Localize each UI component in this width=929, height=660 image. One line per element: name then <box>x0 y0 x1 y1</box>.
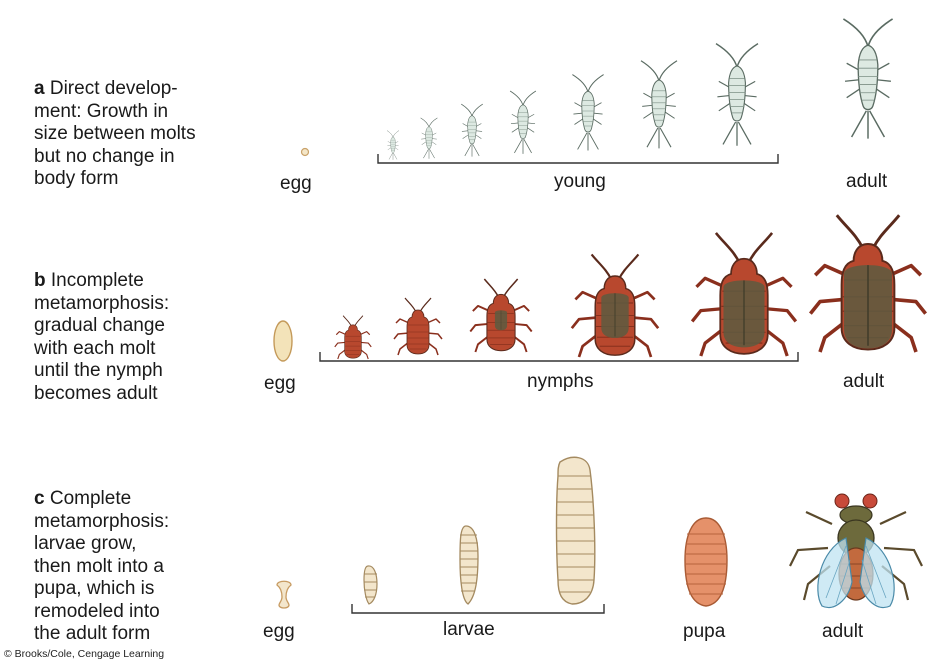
panel-c-larvae-bracket <box>352 604 604 613</box>
panel-a-young-6 <box>641 61 677 149</box>
panel-a-young-1 <box>387 131 399 160</box>
panel-a-young-4 <box>510 91 536 154</box>
panel-a-young-bracket <box>378 154 778 163</box>
panel-c-pupa <box>685 518 727 606</box>
panel-b-nymphs-bracket <box>320 352 798 361</box>
panel-c-larva-2 <box>460 526 478 604</box>
panel-c-adult-fly <box>790 494 922 608</box>
panel-b-nymph-1 <box>335 316 371 359</box>
panel-b-nymph-5 <box>692 233 796 356</box>
panel-a-young-7 <box>716 44 758 146</box>
panel-a-egg <box>302 149 309 156</box>
panel-a-young-3 <box>461 104 483 157</box>
panel-a-young-2 <box>421 118 438 159</box>
panel-b-nymph-2 <box>394 298 442 355</box>
panel-c-larva-3 <box>557 457 595 604</box>
panel-a-young-5 <box>572 75 603 151</box>
panel-a-adult <box>843 19 892 139</box>
panel-b-nymph-3 <box>470 279 531 352</box>
panel-b-egg <box>274 321 292 361</box>
panel-c-larva-1 <box>364 566 377 604</box>
panel-b-adult <box>810 215 925 352</box>
panel-c-egg <box>277 581 291 608</box>
panel-b-nymph-4 <box>572 254 658 357</box>
